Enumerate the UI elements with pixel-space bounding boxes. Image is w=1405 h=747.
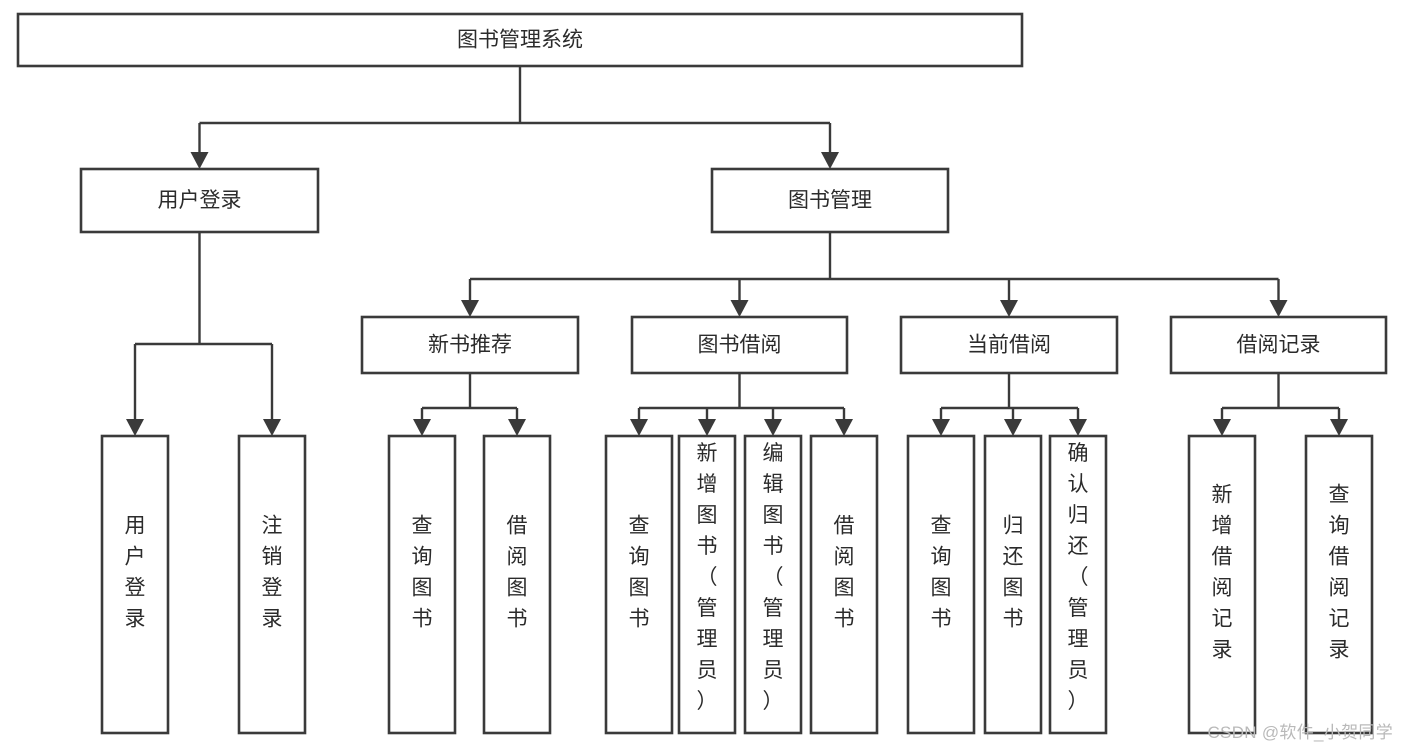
node-box-leaf-edit-book [743, 434, 803, 735]
node-label-root: 图书管理系统 [457, 29, 583, 52]
node-label-leaf-borrow-book-recommend: 借阅图书 [507, 515, 528, 631]
arrow-head-icon [1000, 300, 1018, 317]
arrow-head-icon [1330, 419, 1348, 436]
node-label-leaf-query-book-current: 查询图书 [931, 515, 952, 631]
node-leaf-borrow-book[interactable]: 借阅图书 [809, 434, 879, 735]
node-box-leaf-user-login [100, 434, 170, 735]
arrow-head-icon [263, 419, 281, 436]
node-book-management[interactable]: 图书管理 [710, 167, 950, 234]
node-label-leaf-add-borrow-record: 新增借阅记录 [1212, 484, 1233, 662]
node-box-borrow-record [1169, 315, 1388, 375]
node-box-leaf-query-book-current [906, 434, 976, 735]
node-leaf-add-book[interactable]: 新增图书（管理员） [677, 434, 737, 735]
node-box-leaf-logout [237, 434, 307, 735]
node-label-book-borrow: 图书借阅 [698, 334, 782, 357]
edge-group-new-book-recommend [413, 373, 526, 436]
node-box-leaf-query-book-borrow [604, 434, 674, 735]
node-box-book-management [710, 167, 950, 234]
node-box-current-borrow [899, 315, 1119, 375]
node-box-leaf-add-book [677, 434, 737, 735]
node-label-leaf-confirm-return: 确认归还（管理员） [1068, 442, 1089, 713]
arrow-head-icon [630, 419, 648, 436]
arrow-head-icon [190, 152, 209, 169]
node-new-book-recommend[interactable]: 新书推荐 [360, 315, 580, 375]
edge-group-book-management [461, 232, 1288, 317]
node-label-leaf-edit-book: 编辑图书（管理员） [763, 442, 784, 713]
arrow-head-icon [932, 419, 950, 436]
arrow-head-icon [821, 152, 839, 169]
arrow-head-icon [413, 419, 431, 436]
node-current-borrow[interactable]: 当前借阅 [899, 315, 1119, 375]
node-borrow-record[interactable]: 借阅记录 [1169, 315, 1388, 375]
arrow-head-icon [1069, 419, 1087, 436]
node-leaf-return-book[interactable]: 归还图书 [983, 434, 1043, 735]
arrow-head-icon [126, 419, 144, 436]
node-label-current-borrow: 当前借阅 [967, 334, 1051, 357]
node-leaf-add-borrow-record[interactable]: 新增借阅记录 [1187, 434, 1257, 735]
edge-group-book-borrow [630, 373, 853, 436]
edge-group-user-login [126, 232, 281, 436]
edge-group-current-borrow [932, 373, 1087, 436]
node-leaf-query-book-recommend[interactable]: 查询图书 [387, 434, 457, 735]
node-box-leaf-borrow-book [809, 434, 879, 735]
node-box-leaf-add-borrow-record [1187, 434, 1257, 735]
node-box-book-borrow [630, 315, 849, 375]
node-label-leaf-query-book-borrow: 查询图书 [629, 515, 650, 631]
arrow-head-icon [835, 419, 853, 436]
connector-layer [126, 66, 1348, 436]
node-leaf-edit-book[interactable]: 编辑图书（管理员） [743, 434, 803, 735]
arrow-head-icon [1213, 419, 1231, 436]
node-label-book-management: 图书管理 [788, 189, 872, 212]
node-leaf-confirm-return[interactable]: 确认归还（管理员） [1048, 434, 1108, 735]
node-box-leaf-confirm-return [1048, 434, 1108, 735]
node-box-leaf-borrow-book-recommend [482, 434, 552, 735]
arrow-head-icon [730, 300, 749, 317]
node-root[interactable]: 图书管理系统 [16, 12, 1024, 68]
arrow-head-icon [1269, 300, 1288, 317]
edge-group-root [190, 66, 839, 169]
node-label-new-book-recommend: 新书推荐 [428, 334, 512, 357]
node-box-leaf-query-borrow-record [1304, 434, 1374, 735]
node-label-leaf-user-login: 用户登录 [125, 515, 146, 631]
node-label-leaf-add-book: 新增图书（管理员） [697, 442, 718, 713]
node-box-leaf-return-book [983, 434, 1043, 735]
node-box-new-book-recommend [360, 315, 580, 375]
node-layer: 图书管理系统用户登录图书管理新书推荐图书借阅当前借阅借阅记录用户登录注销登录查询… [16, 12, 1388, 735]
node-leaf-user-login[interactable]: 用户登录 [100, 434, 170, 735]
arrow-head-icon [461, 300, 479, 317]
node-leaf-query-book-borrow[interactable]: 查询图书 [604, 434, 674, 735]
node-label-leaf-logout: 注销登录 [262, 515, 283, 631]
node-label-borrow-record: 借阅记录 [1237, 334, 1321, 357]
node-box-root [16, 12, 1024, 68]
node-leaf-query-book-current[interactable]: 查询图书 [906, 434, 976, 735]
node-book-borrow[interactable]: 图书借阅 [630, 315, 849, 375]
node-label-user-login: 用户登录 [158, 189, 242, 212]
node-leaf-logout[interactable]: 注销登录 [237, 434, 307, 735]
node-box-user-login [79, 167, 320, 234]
node-leaf-borrow-book-recommend[interactable]: 借阅图书 [482, 434, 552, 735]
node-label-leaf-return-book: 归还图书 [1003, 515, 1024, 631]
node-label-leaf-query-book-recommend: 查询图书 [412, 515, 433, 631]
node-label-leaf-query-borrow-record: 查询借阅记录 [1329, 484, 1350, 662]
edge-group-borrow-record [1213, 373, 1348, 436]
arrow-head-icon [508, 419, 526, 436]
arrow-head-icon [1004, 419, 1022, 436]
arrow-head-icon [764, 419, 782, 436]
node-user-login[interactable]: 用户登录 [79, 167, 320, 234]
arrow-head-icon [698, 419, 716, 436]
node-label-leaf-borrow-book: 借阅图书 [834, 515, 855, 631]
node-leaf-query-borrow-record[interactable]: 查询借阅记录 [1304, 434, 1374, 735]
node-box-leaf-query-book-recommend [387, 434, 457, 735]
